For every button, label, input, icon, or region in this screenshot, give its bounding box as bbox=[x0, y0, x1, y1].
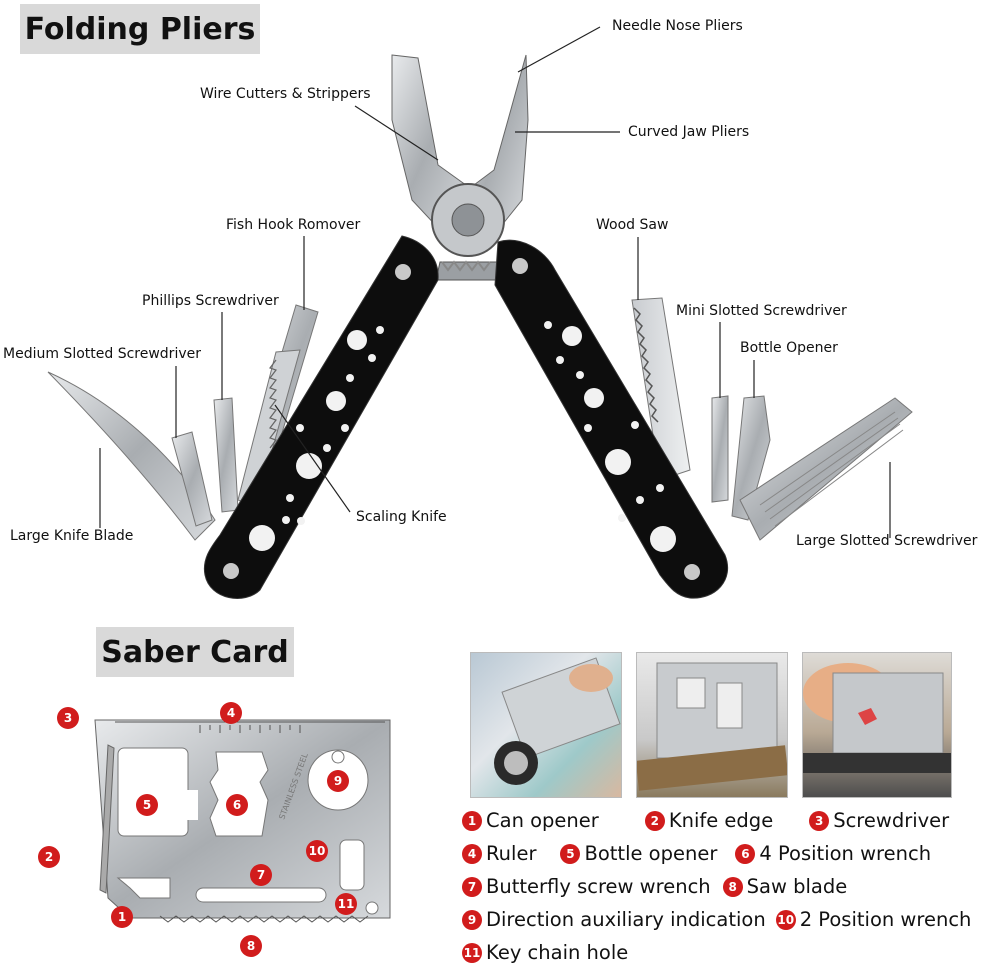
legend-screwdriver: Screwdriver bbox=[833, 809, 950, 832]
badge-1: 1 bbox=[462, 810, 482, 831]
card-marker-3: 3 bbox=[57, 707, 79, 729]
photo-can-opener bbox=[470, 652, 622, 798]
card-marker-5: 5 bbox=[136, 794, 158, 816]
card-marker-7: 7 bbox=[250, 864, 272, 886]
label-large-knife-blade: Large Knife Blade bbox=[10, 528, 134, 544]
card-marker-6: 6 bbox=[226, 794, 248, 816]
badge-7: 7 bbox=[462, 876, 482, 897]
legend-ruler: Ruler bbox=[486, 842, 537, 865]
left-handle bbox=[203, 235, 439, 599]
saber-card-title: Saber Card bbox=[96, 627, 294, 677]
label-wood-saw: Wood Saw bbox=[596, 217, 669, 233]
mini-slotted-screwdriver bbox=[711, 395, 729, 503]
large-slotted-screwdriver bbox=[739, 397, 913, 541]
badge-3: 3 bbox=[809, 810, 830, 831]
card-marker-2: 2 bbox=[38, 846, 60, 868]
label-fish-hook-remover: Fish Hook Romover bbox=[226, 217, 361, 233]
legend-2-position-wrench: 2 Position wrench bbox=[799, 908, 972, 931]
photo-screwdriver bbox=[802, 652, 952, 798]
label-needle-nose-pliers: Needle Nose Pliers bbox=[612, 18, 743, 34]
photo-knife-edge bbox=[636, 652, 788, 798]
plier-jaws bbox=[391, 54, 529, 281]
large-knife-blade bbox=[47, 371, 216, 541]
saber-card: STAINLESS STEEL bbox=[94, 719, 391, 923]
label-large-slotted-screwdriver: Large Slotted Screwdriver bbox=[796, 533, 978, 549]
badge-6: 6 bbox=[735, 843, 756, 864]
label-medium-slotted-screwdriver: Medium Slotted Screwdriver bbox=[3, 346, 201, 362]
legend-4-position-wrench: 4 Position wrench bbox=[759, 842, 932, 865]
badge-2: 2 bbox=[644, 810, 665, 831]
medium-slotted-screwdriver bbox=[171, 431, 213, 527]
label-curved-jaw-pliers: Curved Jaw Pliers bbox=[628, 124, 750, 140]
wood-saw bbox=[631, 297, 691, 481]
legend-butterfly-screw-wrench: Butterfly screw wrench bbox=[486, 875, 711, 898]
label-phillips-screwdriver: Phillips Screwdriver bbox=[142, 293, 279, 309]
label-bottle-opener: Bottle Opener bbox=[740, 340, 838, 356]
badge-5: 5 bbox=[560, 843, 581, 864]
phillips-screwdriver bbox=[213, 397, 239, 513]
card-marker-10: 10 bbox=[306, 840, 328, 862]
badge-4: 4 bbox=[462, 843, 482, 864]
badge-10: 10 bbox=[775, 909, 796, 930]
legend-saw-blade: Saw blade bbox=[746, 875, 848, 898]
legend-knife-edge: Knife edge bbox=[668, 809, 774, 832]
legend-can-opener: Can opener bbox=[486, 809, 599, 832]
label-mini-slotted-screwdriver: Mini Slotted Screwdriver bbox=[676, 303, 847, 319]
label-wire-cutters: Wire Cutters & Strippers bbox=[200, 86, 371, 102]
card-marker-1: 1 bbox=[111, 906, 133, 928]
legend-key-chain-hole: Key chain hole bbox=[486, 941, 629, 964]
legend-bottle-opener: Bottle opener bbox=[584, 842, 718, 865]
bottle-opener bbox=[731, 395, 771, 521]
card-marker-11: 11 bbox=[335, 893, 357, 915]
folding-pliers-title: Folding Pliers bbox=[20, 4, 260, 54]
badge-8: 8 bbox=[722, 876, 743, 897]
card-marker-4: 4 bbox=[220, 702, 242, 724]
leader-lines bbox=[99, 26, 891, 538]
badge-11: 11 bbox=[462, 942, 482, 963]
card-marker-8: 8 bbox=[240, 935, 262, 957]
label-scaling-knife: Scaling Knife bbox=[356, 509, 447, 525]
card-marker-9: 9 bbox=[327, 770, 349, 792]
legend-direction-indication: Direction auxiliary indication bbox=[486, 908, 766, 931]
spring bbox=[441, 260, 491, 272]
right-handle bbox=[494, 239, 728, 599]
badge-9: 9 bbox=[462, 909, 482, 930]
